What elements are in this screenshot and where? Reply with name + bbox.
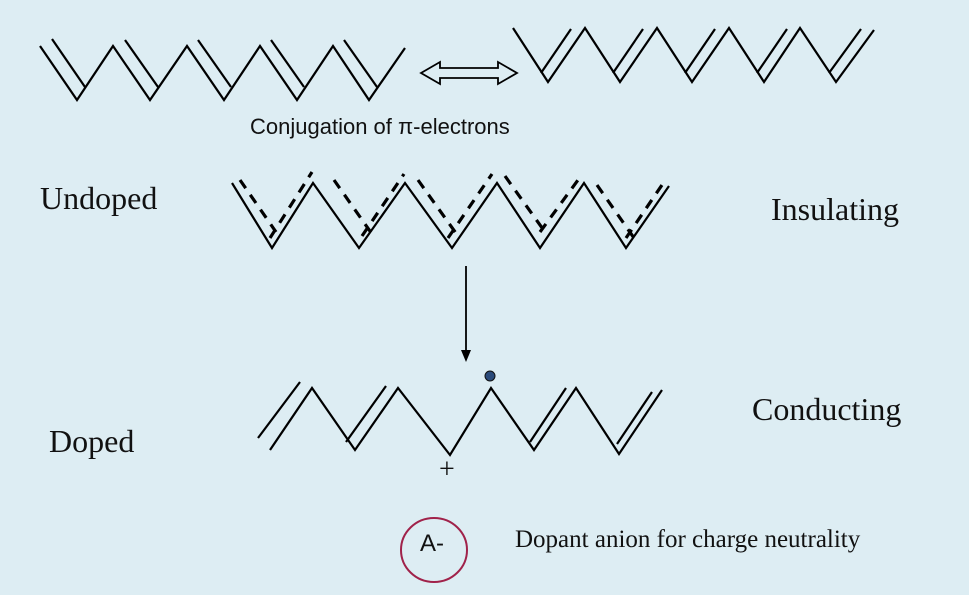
pi-bond-dashed [416,179,460,237]
double-bond [828,28,862,74]
double-bond [684,28,716,74]
polyacetylene-chain-left [39,38,406,102]
cation-plus-sign: + [439,454,455,485]
double-bond [612,28,644,74]
undoped-label: Undoped [40,180,158,216]
insulating-label: Insulating [771,191,899,227]
double-bond [756,28,788,74]
pi-bond-dashed [538,179,580,233]
doping-arrow [461,266,471,362]
conjugation-caption: Conjugation of π-electrons [250,114,510,139]
doped-chain [257,370,663,457]
pi-bond-dashed [624,181,666,239]
doped-label: Doped [49,423,135,459]
polyacetylene-chain-right [512,26,875,85]
conducting-label: Conducting [752,391,902,427]
double-bond [197,39,232,88]
double-bond [529,387,567,443]
pi-bond-dashed [503,175,547,233]
undoped-chain [231,171,670,251]
double-bond [540,28,572,74]
pi-bond-dashed [446,173,494,239]
double-bond [616,391,653,445]
radical-dot [484,370,496,382]
double-bond [345,385,387,443]
dopant-description: Dopant anion for charge neutrality [515,526,861,553]
pi-bond-dashed [360,173,406,237]
pi-bond-dashed [268,171,314,239]
double-bond [257,381,301,439]
pi-bond-dashed [332,179,374,235]
double-bond [124,39,159,88]
double-bond [51,38,86,88]
double-bond [343,39,378,88]
resonance-arrow [419,60,519,86]
anion-circle [400,517,468,583]
double-bond [270,39,305,88]
anion-symbol: A- [420,530,444,557]
